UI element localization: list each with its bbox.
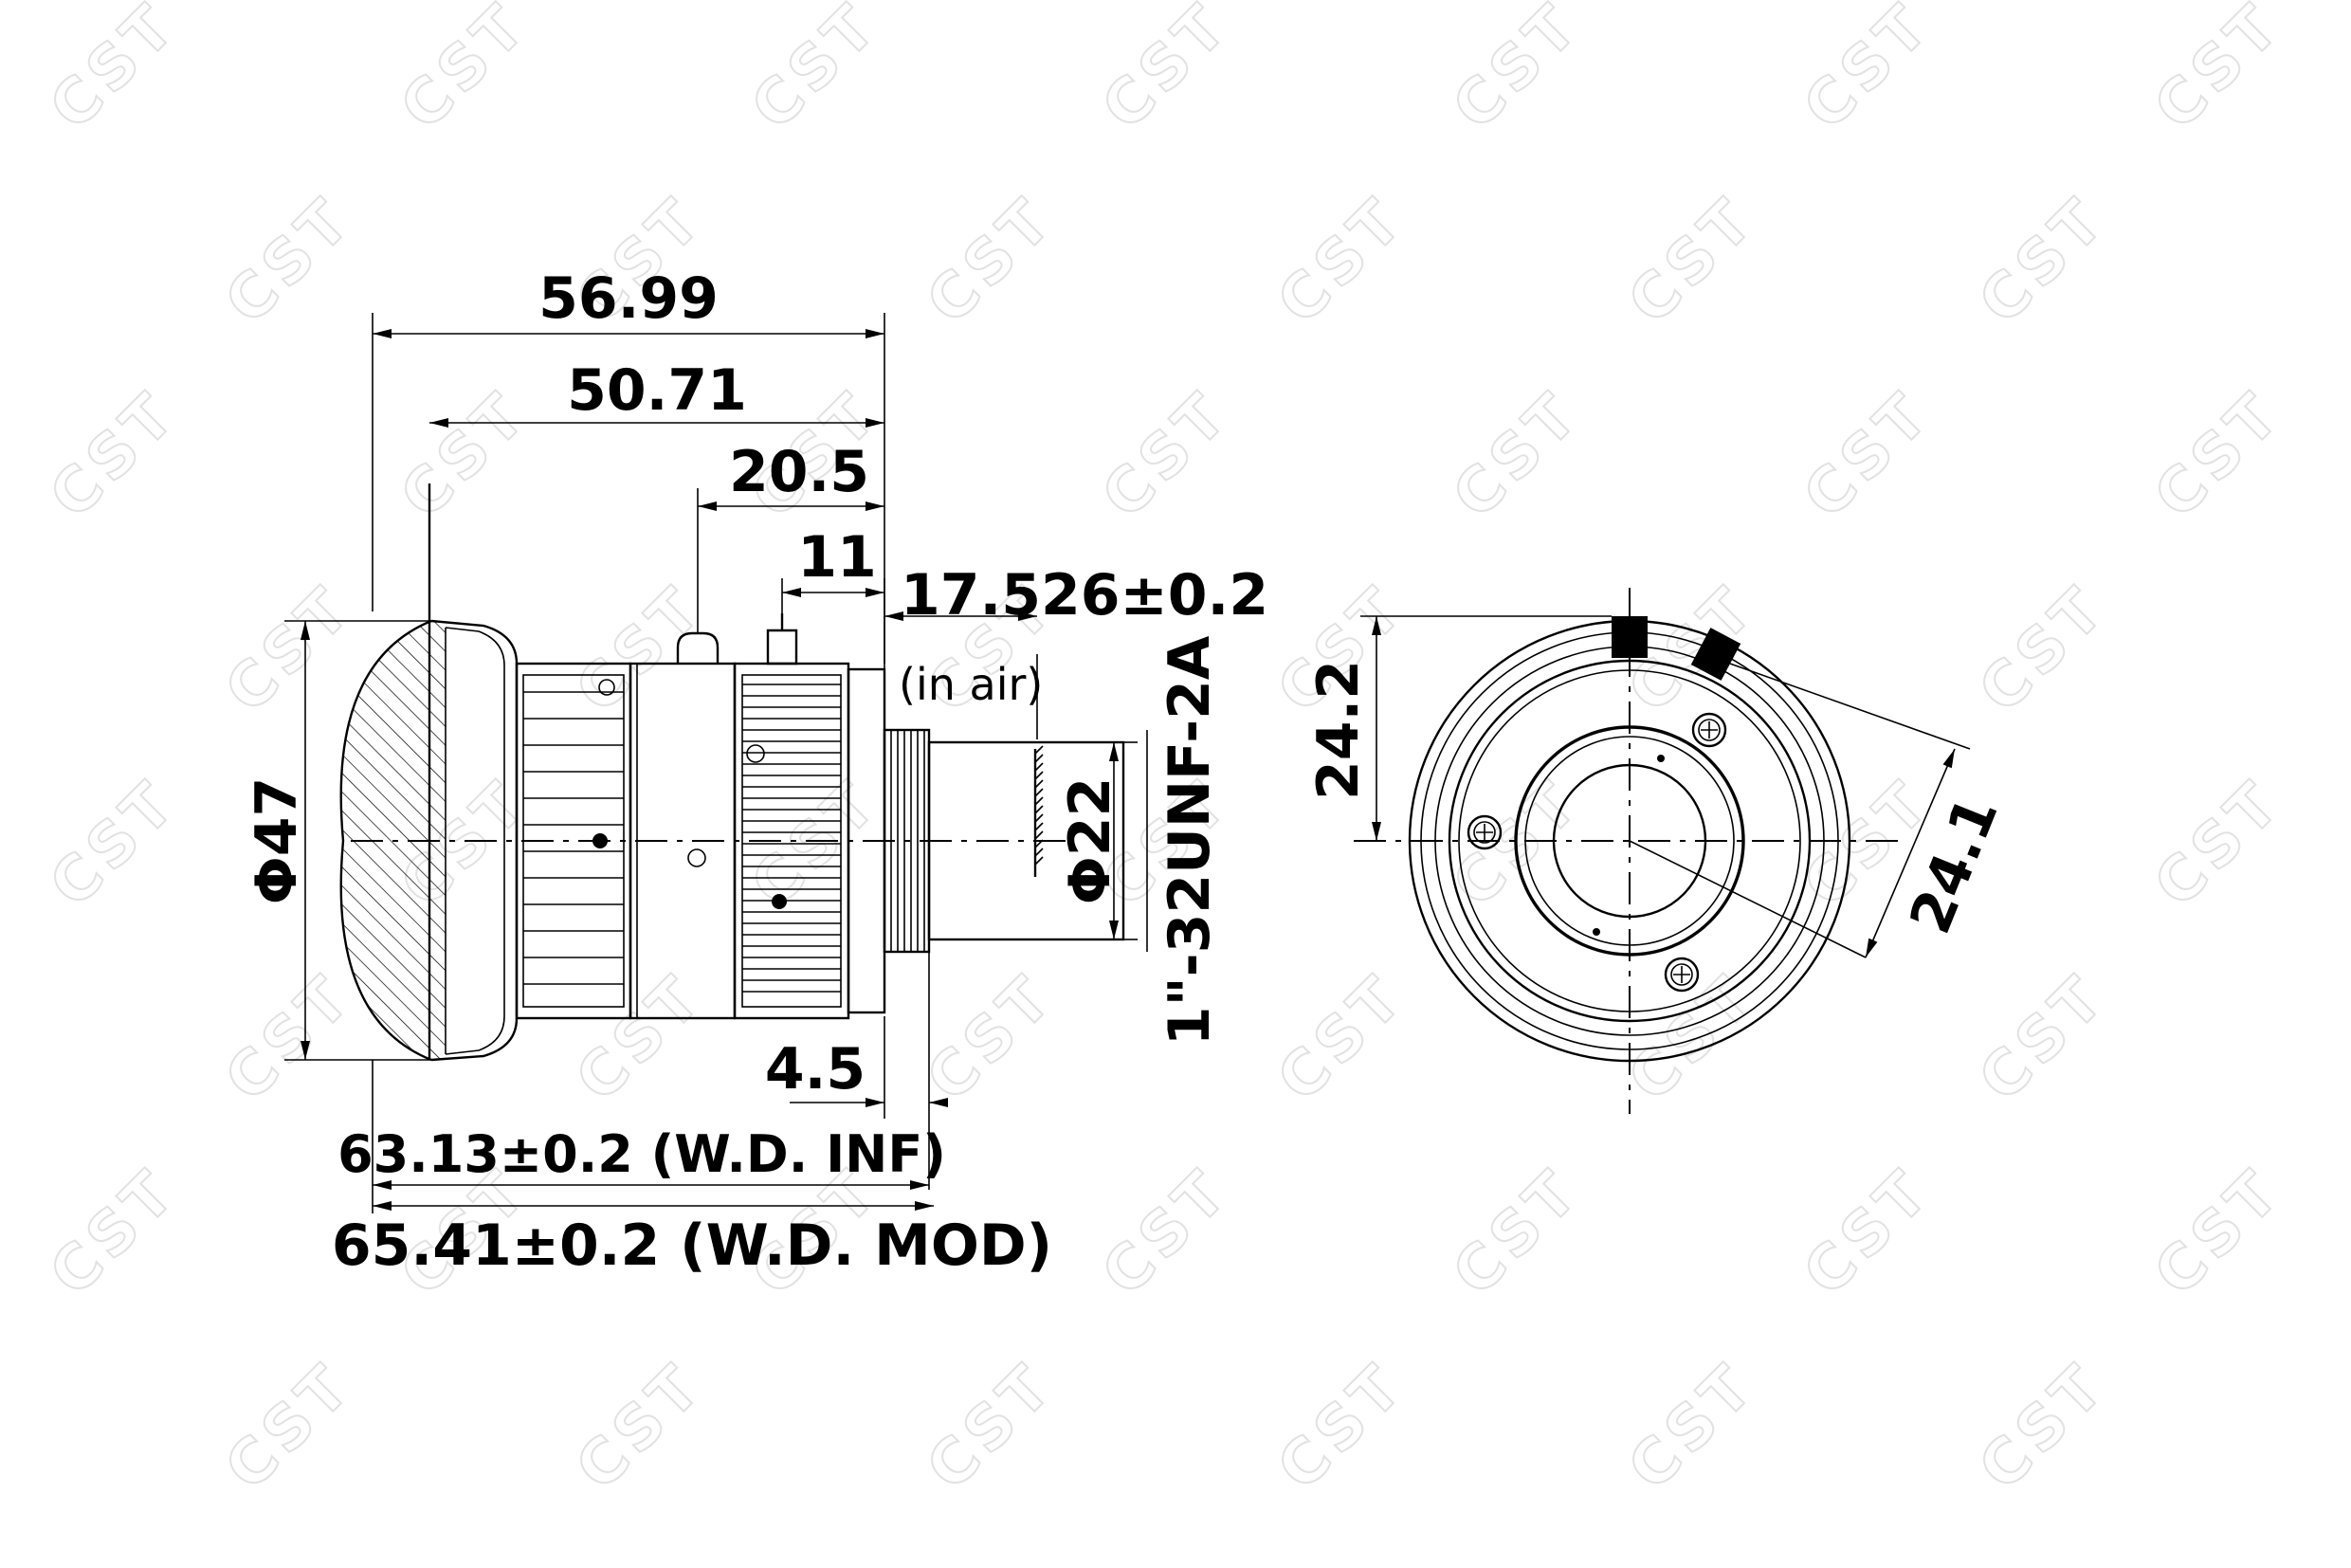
watermark-text: CST bbox=[1265, 184, 1419, 338]
watermark-text: CST bbox=[1615, 961, 1770, 1116]
watermark-text: CST bbox=[212, 961, 367, 1116]
watermark-text: CST bbox=[1615, 184, 1770, 338]
watermark-text: CST bbox=[563, 573, 718, 727]
watermark-text: CST bbox=[2141, 0, 2296, 143]
rear-aperture bbox=[1552, 763, 1707, 919]
middle-barrel-mark bbox=[687, 848, 706, 867]
iris-ring-mark bbox=[746, 744, 765, 763]
sensor-plane-hatch bbox=[1034, 745, 1044, 866]
watermark-text: CST bbox=[1615, 1350, 1770, 1504]
dim-mount-thread: 1"-32UNF-2A bbox=[1157, 635, 1223, 1046]
focus-ring-knurl bbox=[523, 691, 624, 985]
watermark-text: CST bbox=[212, 184, 367, 338]
dim-length-11: 11 bbox=[797, 524, 877, 591]
dim-mount-diameter: Φ22 bbox=[1057, 777, 1123, 905]
dim-rear-24-1-line bbox=[1865, 748, 1956, 958]
watermark-text: CST bbox=[914, 184, 1068, 338]
iris-ring-screw-dot bbox=[772, 894, 787, 909]
iris-ring-inner bbox=[741, 674, 842, 1008]
rear-knob-2 bbox=[1690, 628, 1741, 681]
focus-ring-screw-dot bbox=[592, 833, 608, 848]
watermark-text: CST bbox=[1089, 0, 1244, 143]
watermark-text: CST bbox=[1440, 1156, 1595, 1310]
watermark-text: CST bbox=[2141, 378, 2296, 533]
watermark-text: CST bbox=[1089, 1156, 1244, 1310]
watermark-text: CST bbox=[1966, 184, 2121, 338]
ext-rear-24-1-center bbox=[1629, 840, 1867, 958]
rear-mount-face bbox=[1448, 659, 1812, 1023]
dim-flange-note: (in air) bbox=[899, 659, 1043, 710]
watermark-text: CST bbox=[1791, 378, 1945, 533]
rear-knob-1 bbox=[1612, 616, 1648, 658]
rear-screw-3 bbox=[1664, 957, 1700, 993]
dim-wd-inf: 63.13±0.2 (W.D. INF) bbox=[337, 1124, 946, 1184]
watermark-text: CST bbox=[1265, 961, 1419, 1116]
watermark-text: CST bbox=[2141, 1156, 2296, 1310]
rear-dot-2 bbox=[1593, 928, 1600, 936]
dim-front-diameter: Φ47 bbox=[244, 777, 310, 905]
rear-thread-inner bbox=[1524, 736, 1735, 946]
rear-thread-outer bbox=[1514, 725, 1745, 957]
dim-length-50: 50.71 bbox=[567, 357, 747, 424]
watermark-text: CST bbox=[212, 573, 367, 727]
dim-flange-back: 17.526±0.2 bbox=[901, 562, 1268, 629]
dim-wd-mod: 65.41±0.2 (W.D. MOD) bbox=[332, 1212, 1052, 1279]
rear-dot-1 bbox=[1657, 755, 1665, 762]
front-hood-inner bbox=[445, 627, 505, 1055]
iris-ring-knurl bbox=[742, 684, 841, 993]
front-lens-hatch bbox=[340, 621, 446, 1060]
watermark-text: CST bbox=[388, 0, 542, 143]
watermark-text: CST bbox=[914, 1350, 1068, 1504]
watermark-text: CST bbox=[1966, 1350, 2121, 1504]
watermark-text: CST bbox=[914, 961, 1068, 1116]
watermark-text: CST bbox=[2141, 767, 2296, 921]
ext-rear-24-1 bbox=[1729, 663, 1971, 750]
watermark-text: CST bbox=[1791, 1156, 1945, 1310]
watermark-text: CST bbox=[1966, 573, 2121, 727]
watermark-text: CST bbox=[1265, 1350, 1419, 1504]
watermark-text: CST bbox=[1089, 378, 1244, 533]
watermark-text: CST bbox=[37, 1156, 191, 1310]
watermark-text: CST bbox=[388, 378, 542, 533]
watermark-text: CST bbox=[1440, 378, 1595, 533]
dim-thread-length: 4.5 bbox=[765, 1036, 866, 1103]
watermark-text: CST bbox=[1966, 961, 2121, 1116]
watermark-text: CST bbox=[212, 1350, 367, 1504]
rear-screw-1 bbox=[1691, 712, 1727, 748]
mount-thread-lines bbox=[890, 730, 925, 952]
dim-length-20: 20.5 bbox=[729, 439, 869, 505]
watermark-text: CST bbox=[1791, 0, 1945, 143]
watermark-text: CST bbox=[1440, 0, 1595, 143]
focus-ring-inner bbox=[522, 674, 625, 1008]
side-view: 56.99 50.71 20.5 11 17.526±0.2 (in air) … bbox=[244, 265, 1268, 1279]
rear-mount-face-2 bbox=[1458, 669, 1801, 1012]
dim-overall-length: 56.99 bbox=[538, 265, 719, 332]
watermark-text: CST bbox=[37, 0, 191, 143]
watermark-text: CST bbox=[37, 767, 191, 921]
watermark-text: CST bbox=[563, 1350, 718, 1504]
watermark-text: CST bbox=[738, 0, 893, 143]
focus-ring-index-dot bbox=[598, 679, 615, 696]
dim-screw-height: 24.2 bbox=[1305, 660, 1372, 800]
lock-knob-2 bbox=[766, 629, 798, 665]
rear-screw-2 bbox=[1467, 814, 1503, 850]
watermark-text: CST bbox=[37, 378, 191, 533]
